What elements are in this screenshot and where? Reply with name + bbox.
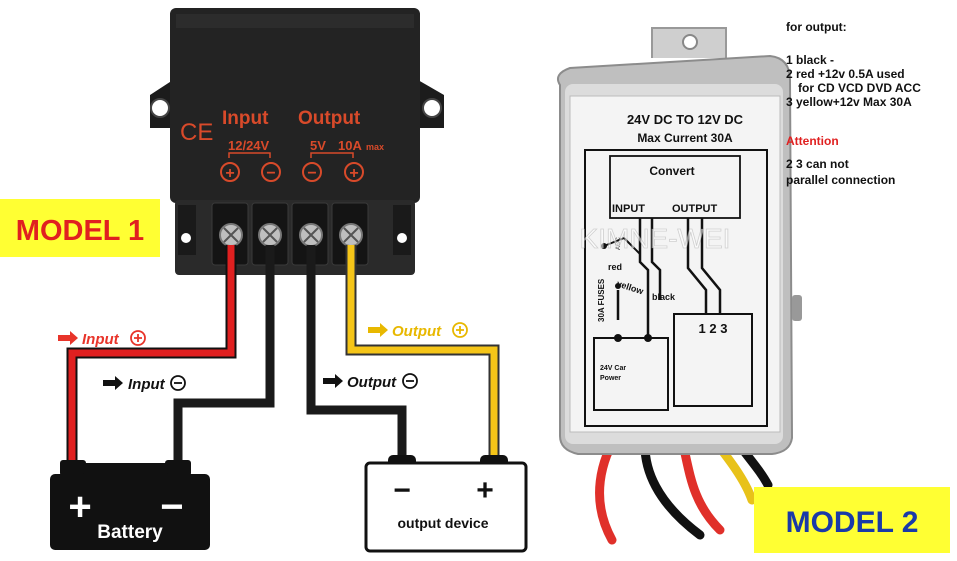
- model2-badge: MODEL 2: [754, 487, 950, 553]
- svg-text:Input: Input: [128, 376, 166, 393]
- model2-label: MODEL 2: [786, 506, 919, 539]
- wire-label-output-pos: Output: [368, 322, 468, 340]
- notes-line5: 2 3 can not: [786, 157, 849, 171]
- box-input-label: Input: [222, 108, 269, 129]
- notes-attention: Attention: [786, 134, 839, 148]
- svg-text:Output: Output: [347, 374, 397, 391]
- notes-header: for output:: [786, 20, 847, 34]
- model2-title-1: 24V DC TO 12V DC: [627, 112, 744, 127]
- model2-car-power-1: 24V Car: [600, 365, 626, 372]
- output-device-minus: −: [393, 474, 411, 507]
- box-output-current: 10A: [338, 138, 362, 153]
- box-output-voltage: 5V: [310, 138, 326, 153]
- wire-label-output-neg: Output: [323, 373, 418, 391]
- minus-sign-output: −: [307, 165, 316, 182]
- svg-text:Input: Input: [82, 331, 120, 348]
- model2-car-power-2: Power: [600, 375, 621, 382]
- output-notes: for output: 1 black - 2 red +12v 0.5A us…: [786, 20, 921, 187]
- wire-label-input-pos: Input: [58, 330, 146, 348]
- output-device-label: output device: [397, 515, 488, 531]
- box-input-voltage: 12/24V: [228, 138, 270, 153]
- battery-plus: +: [68, 485, 91, 529]
- minus-symbol-input: [261, 162, 281, 182]
- notes-line2: 2 red +12v 0.5A used: [786, 67, 905, 81]
- plus-symbol-input: [220, 162, 240, 182]
- model2-title-2: Max Current 30A: [637, 131, 733, 145]
- notes-line1: 1 black -: [786, 53, 834, 67]
- model1-converter-box: CE Input Output 12/24V 5V 10A max + − − …: [150, 8, 444, 275]
- wire-label-input-neg: Input: [103, 375, 186, 393]
- box-output-label: Output: [298, 108, 361, 129]
- wire-black-output-neg: [306, 245, 407, 462]
- svg-text:Output: Output: [392, 323, 442, 340]
- battery-label: Battery: [97, 522, 163, 543]
- model2-terminals: 1 2 3: [699, 321, 728, 336]
- model2-converter: 24V DC TO 12V DC Max Current 30A Convert…: [557, 27, 802, 545]
- model1-badge: MODEL 1: [0, 199, 160, 257]
- battery-minus: −: [160, 485, 183, 529]
- model2-convert-label: Convert: [649, 164, 694, 178]
- model2-wire-black: black: [652, 292, 676, 302]
- wires: [66, 245, 500, 466]
- output-device-plus: +: [476, 474, 494, 507]
- minus-symbol-output: [302, 162, 322, 182]
- notes-line3: for CD VCD DVD ACC: [798, 81, 921, 95]
- model2-acc-label: ACC: [616, 237, 622, 250]
- notes-line4: 3 yellow+12v Max 30A: [786, 95, 912, 109]
- battery: + − Battery: [50, 460, 210, 550]
- notes-line6: parallel connection: [786, 173, 895, 187]
- model2-input-label: INPUT: [612, 203, 645, 215]
- plus-sign-output: +: [349, 165, 358, 182]
- plus-symbol-output: [344, 162, 364, 182]
- box-max-label: max: [366, 142, 384, 152]
- model1-label: MODEL 1: [16, 215, 144, 247]
- model2-wire-red: red: [608, 262, 622, 272]
- model2-fuse-label: 30A FUSES: [597, 278, 606, 322]
- model2-output-label: OUTPUT: [672, 203, 718, 215]
- wire-black-input-neg: [173, 245, 275, 466]
- minus-sign-input: −: [266, 165, 275, 182]
- ce-mark: CE: [180, 119, 213, 146]
- plus-sign-input: +: [225, 165, 234, 182]
- output-device: − + output device: [364, 455, 528, 553]
- watermark: KIMNE-WEI: [580, 223, 731, 254]
